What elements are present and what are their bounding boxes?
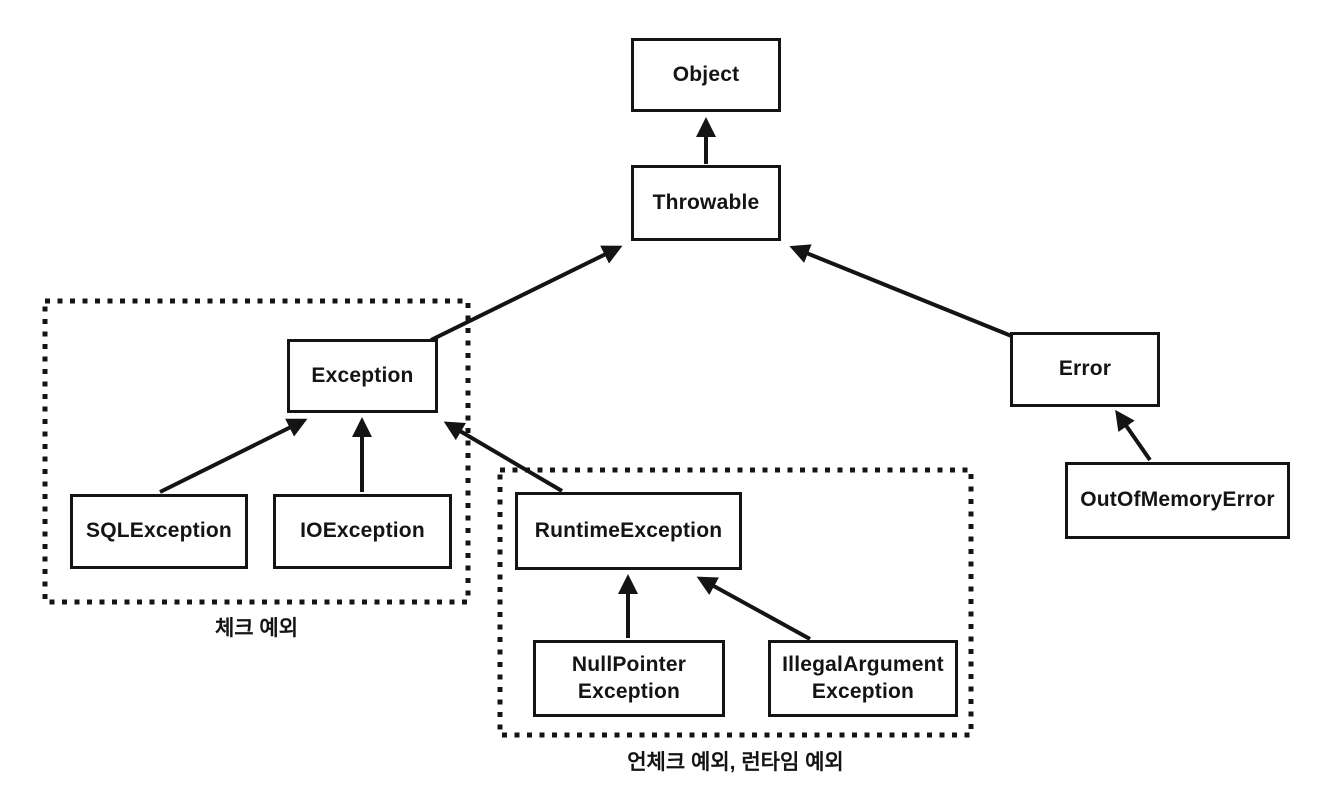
node-error: Error — [1010, 332, 1160, 407]
node-object: Object — [631, 38, 781, 112]
edge-runtimeexception-exception — [443, 421, 564, 493]
node-nullpointerexception: NullPointer Exception — [533, 640, 725, 717]
edge-illegalargument-runtimeexception — [696, 576, 811, 641]
edge-sqlexception-exception — [159, 418, 308, 494]
node-sqlexception: SQLException — [70, 494, 248, 569]
edge-error-throwable — [789, 244, 1015, 339]
node-ioexception: IOException — [273, 494, 452, 569]
node-outofmemoryerror: OutOfMemoryError — [1065, 462, 1290, 539]
node-runtimeexception: RuntimeException — [515, 492, 742, 570]
unchecked-exceptions-group-border — [497, 467, 974, 738]
node-exception: Exception — [287, 339, 438, 413]
checked-exceptions-caption: 체크 예외 — [214, 617, 299, 640]
edge-exception-throwable — [430, 245, 623, 342]
node-throwable: Throwable — [631, 165, 781, 241]
edge-outofmemoryerror-error — [1115, 409, 1152, 462]
node-illegalargumentexception: IllegalArgument Exception — [768, 640, 958, 717]
unchecked-exceptions-caption: 언체크 예외, 런타임 예외 — [627, 751, 844, 774]
